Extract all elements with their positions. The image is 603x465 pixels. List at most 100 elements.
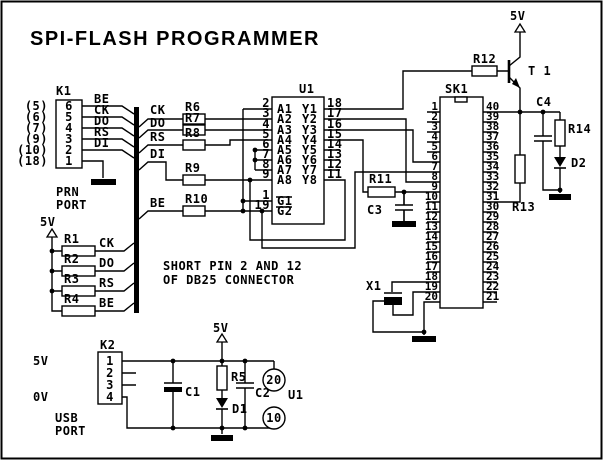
sk1-pin-num: 25 bbox=[486, 250, 499, 263]
ground-symbol bbox=[91, 179, 116, 185]
resistor-r5 bbox=[216, 365, 228, 391]
k1-pin: 3 bbox=[65, 132, 73, 146]
u1-power-pin-20 bbox=[262, 368, 286, 392]
k1-signal: DI bbox=[94, 136, 109, 150]
sk1-pin-num: 13 bbox=[425, 220, 438, 233]
sk1-pin-num: 5 bbox=[431, 140, 438, 153]
signal-label: DI bbox=[150, 147, 165, 161]
signal-label: RS bbox=[150, 130, 165, 144]
u1-power-pin-10 bbox=[262, 406, 286, 430]
u1-output-wires: R11 C3 bbox=[247, 70, 509, 249]
usb-wires bbox=[122, 342, 275, 434]
v5-label: 5V bbox=[213, 321, 228, 335]
resistor-r11 bbox=[367, 186, 396, 198]
r13-label: R13 bbox=[512, 200, 535, 214]
signal-label: DO bbox=[99, 256, 114, 270]
u1-pin-num: 7 bbox=[262, 147, 270, 161]
note-line1: SHORT PIN 2 AND 12 bbox=[163, 259, 302, 273]
signal-label: CK bbox=[99, 236, 115, 250]
x1-label: X1 bbox=[366, 279, 381, 293]
v5-label: 5V bbox=[510, 9, 525, 23]
u1-label: U1 bbox=[299, 82, 314, 96]
sk1-pin-num: 23 bbox=[486, 270, 499, 283]
u1-pin-name: Y3 bbox=[302, 123, 317, 137]
usb-port-label: USB bbox=[55, 411, 78, 425]
t1-label: T 1 bbox=[528, 64, 551, 78]
u1-power-ref-label: U1 bbox=[288, 388, 303, 402]
capacitor-c1-polar-plate bbox=[164, 387, 182, 392]
sk1-pin-num: 18 bbox=[425, 270, 438, 283]
k2-label: K2 bbox=[100, 338, 115, 352]
u1-pin-name: A1 bbox=[277, 102, 292, 116]
note-line2: OF DB25 CONNECTOR bbox=[163, 273, 295, 287]
sk1-pin-num: 10 bbox=[425, 190, 438, 203]
sk1-pin-num: 20 bbox=[425, 290, 438, 303]
series-wires bbox=[138, 118, 272, 220]
diode-d1 bbox=[216, 398, 228, 408]
u1-pin-name: A3 bbox=[277, 123, 292, 137]
diode-d2 bbox=[554, 157, 566, 167]
sk1-pin-num: 24 bbox=[486, 260, 500, 273]
signal-label: BE bbox=[99, 296, 114, 310]
u1-pin-name: A8 bbox=[277, 173, 292, 187]
sk1-pin-num: 19 bbox=[425, 280, 438, 293]
signal-label: CK bbox=[150, 103, 166, 117]
v5-pin-label: 5V bbox=[33, 354, 48, 368]
db25-pin-ref: (9) bbox=[25, 132, 48, 146]
v5-rail bbox=[51, 237, 62, 312]
resistor-r12 bbox=[471, 65, 498, 77]
k2-body bbox=[97, 351, 123, 405]
sk1-pin-num: 31 bbox=[486, 190, 500, 203]
sk1-body bbox=[439, 96, 484, 309]
sk1-socket: SK1 1 2 3 4 5 6 7 8 9 10 11 12 13 14 15 … bbox=[425, 82, 500, 309]
u1-gate-name: G2 bbox=[277, 204, 292, 218]
k2-pin: 2 bbox=[106, 366, 114, 380]
k1-connector: K1 6 5 4 3 2 1 (5) (6) (7) (9) (10) (18)… bbox=[17, 84, 135, 212]
k2-pin: 3 bbox=[106, 378, 114, 392]
u1-pin-num: 3 bbox=[262, 106, 270, 120]
sk1-label: SK1 bbox=[445, 82, 468, 96]
c2-label: C2 bbox=[255, 386, 270, 400]
sk1-pin-num: 29 bbox=[486, 210, 499, 223]
sk1-pin-num: 6 bbox=[431, 150, 438, 163]
sk1-pin-num: 36 bbox=[486, 140, 500, 153]
page-title: SPI-FLASH PROGRAMMER bbox=[30, 28, 320, 50]
u1-pin-num: 2 bbox=[262, 96, 270, 110]
k1-pin: 4 bbox=[65, 121, 73, 135]
u1-pin-name: Y7 bbox=[302, 163, 317, 177]
k2-pin: 4 bbox=[106, 390, 114, 404]
db25-pin-ref: (18) bbox=[17, 154, 48, 168]
sk1-pin-num: 8 bbox=[431, 170, 438, 183]
capacitor-c3 bbox=[395, 192, 413, 221]
r14-label: R14 bbox=[568, 122, 591, 136]
u1-pin-name: Y6 bbox=[302, 153, 317, 167]
k2-pin: 1 bbox=[106, 354, 114, 368]
u1-pin-num: 4 bbox=[262, 117, 270, 131]
u1-pin-num: 5 bbox=[262, 127, 270, 141]
capacitor-c2 bbox=[236, 382, 254, 389]
k1-pin: 1 bbox=[65, 154, 73, 168]
active-low-overlines bbox=[276, 196, 292, 208]
resistor-r7 bbox=[182, 124, 206, 136]
k1-pin: 2 bbox=[65, 143, 73, 157]
reset-power-section: R12 T 1 5V C4 R14 D2 R13 bbox=[471, 9, 591, 214]
ground-symbol bbox=[412, 336, 436, 342]
sk1-pin-num: 1 bbox=[431, 100, 438, 113]
t1-emitter-arrow bbox=[512, 78, 520, 88]
crystal-section: X1 bbox=[366, 279, 436, 342]
d1-label: D1 bbox=[232, 402, 247, 416]
signal-label: DO bbox=[150, 116, 165, 130]
pullup-resistors: 5V R1 R2 R3 R4 CK DO RS BE bbox=[40, 215, 135, 317]
u1-pin-name: Y2 bbox=[302, 112, 317, 126]
capacitor-c4 bbox=[534, 135, 552, 142]
c4-label: C4 bbox=[536, 95, 551, 109]
r12-label: R12 bbox=[473, 52, 496, 66]
db25-pin-ref: (10) bbox=[17, 143, 48, 157]
r11-label: R11 bbox=[369, 172, 392, 186]
u1-pin-num: 11 bbox=[327, 167, 342, 181]
sk1-pin-num: 30 bbox=[486, 200, 499, 213]
k1-body bbox=[55, 99, 83, 169]
resistor-r4 bbox=[61, 305, 96, 317]
sk1-pin-num: 14 bbox=[425, 230, 439, 243]
